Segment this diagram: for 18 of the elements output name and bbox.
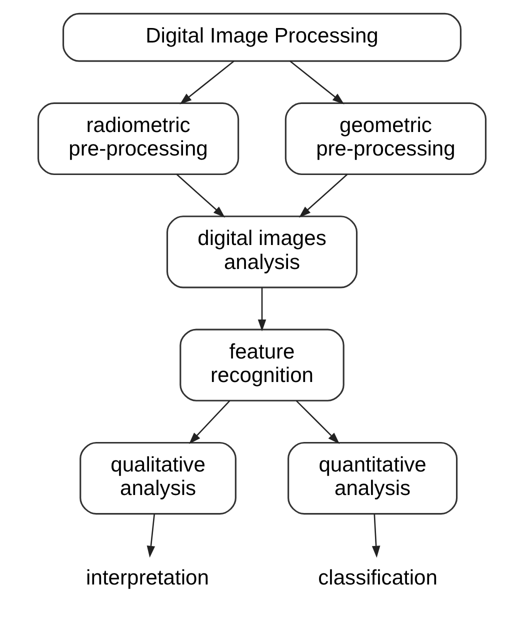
node-box: quantitative analysis (288, 442, 458, 515)
node-box: geometric pre-processing (284, 102, 487, 176)
node-text: classification (318, 566, 438, 590)
node-box: qualitative analysis (80, 442, 236, 515)
node-box: Digital Image Processing (62, 12, 462, 62)
node-box: radiometric pre-processing (37, 102, 240, 176)
arrow (180, 60, 234, 104)
arrow (258, 288, 266, 332)
node-text: interpretation (86, 566, 209, 590)
arrow (146, 514, 156, 558)
node-box: digital images analysis (166, 216, 358, 288)
arrow (296, 400, 340, 444)
node-box: feature recognition (180, 328, 344, 402)
arrow (298, 174, 348, 218)
arrow (290, 60, 344, 104)
arrow (188, 400, 230, 444)
arrow (176, 174, 226, 218)
arrow (372, 514, 380, 558)
